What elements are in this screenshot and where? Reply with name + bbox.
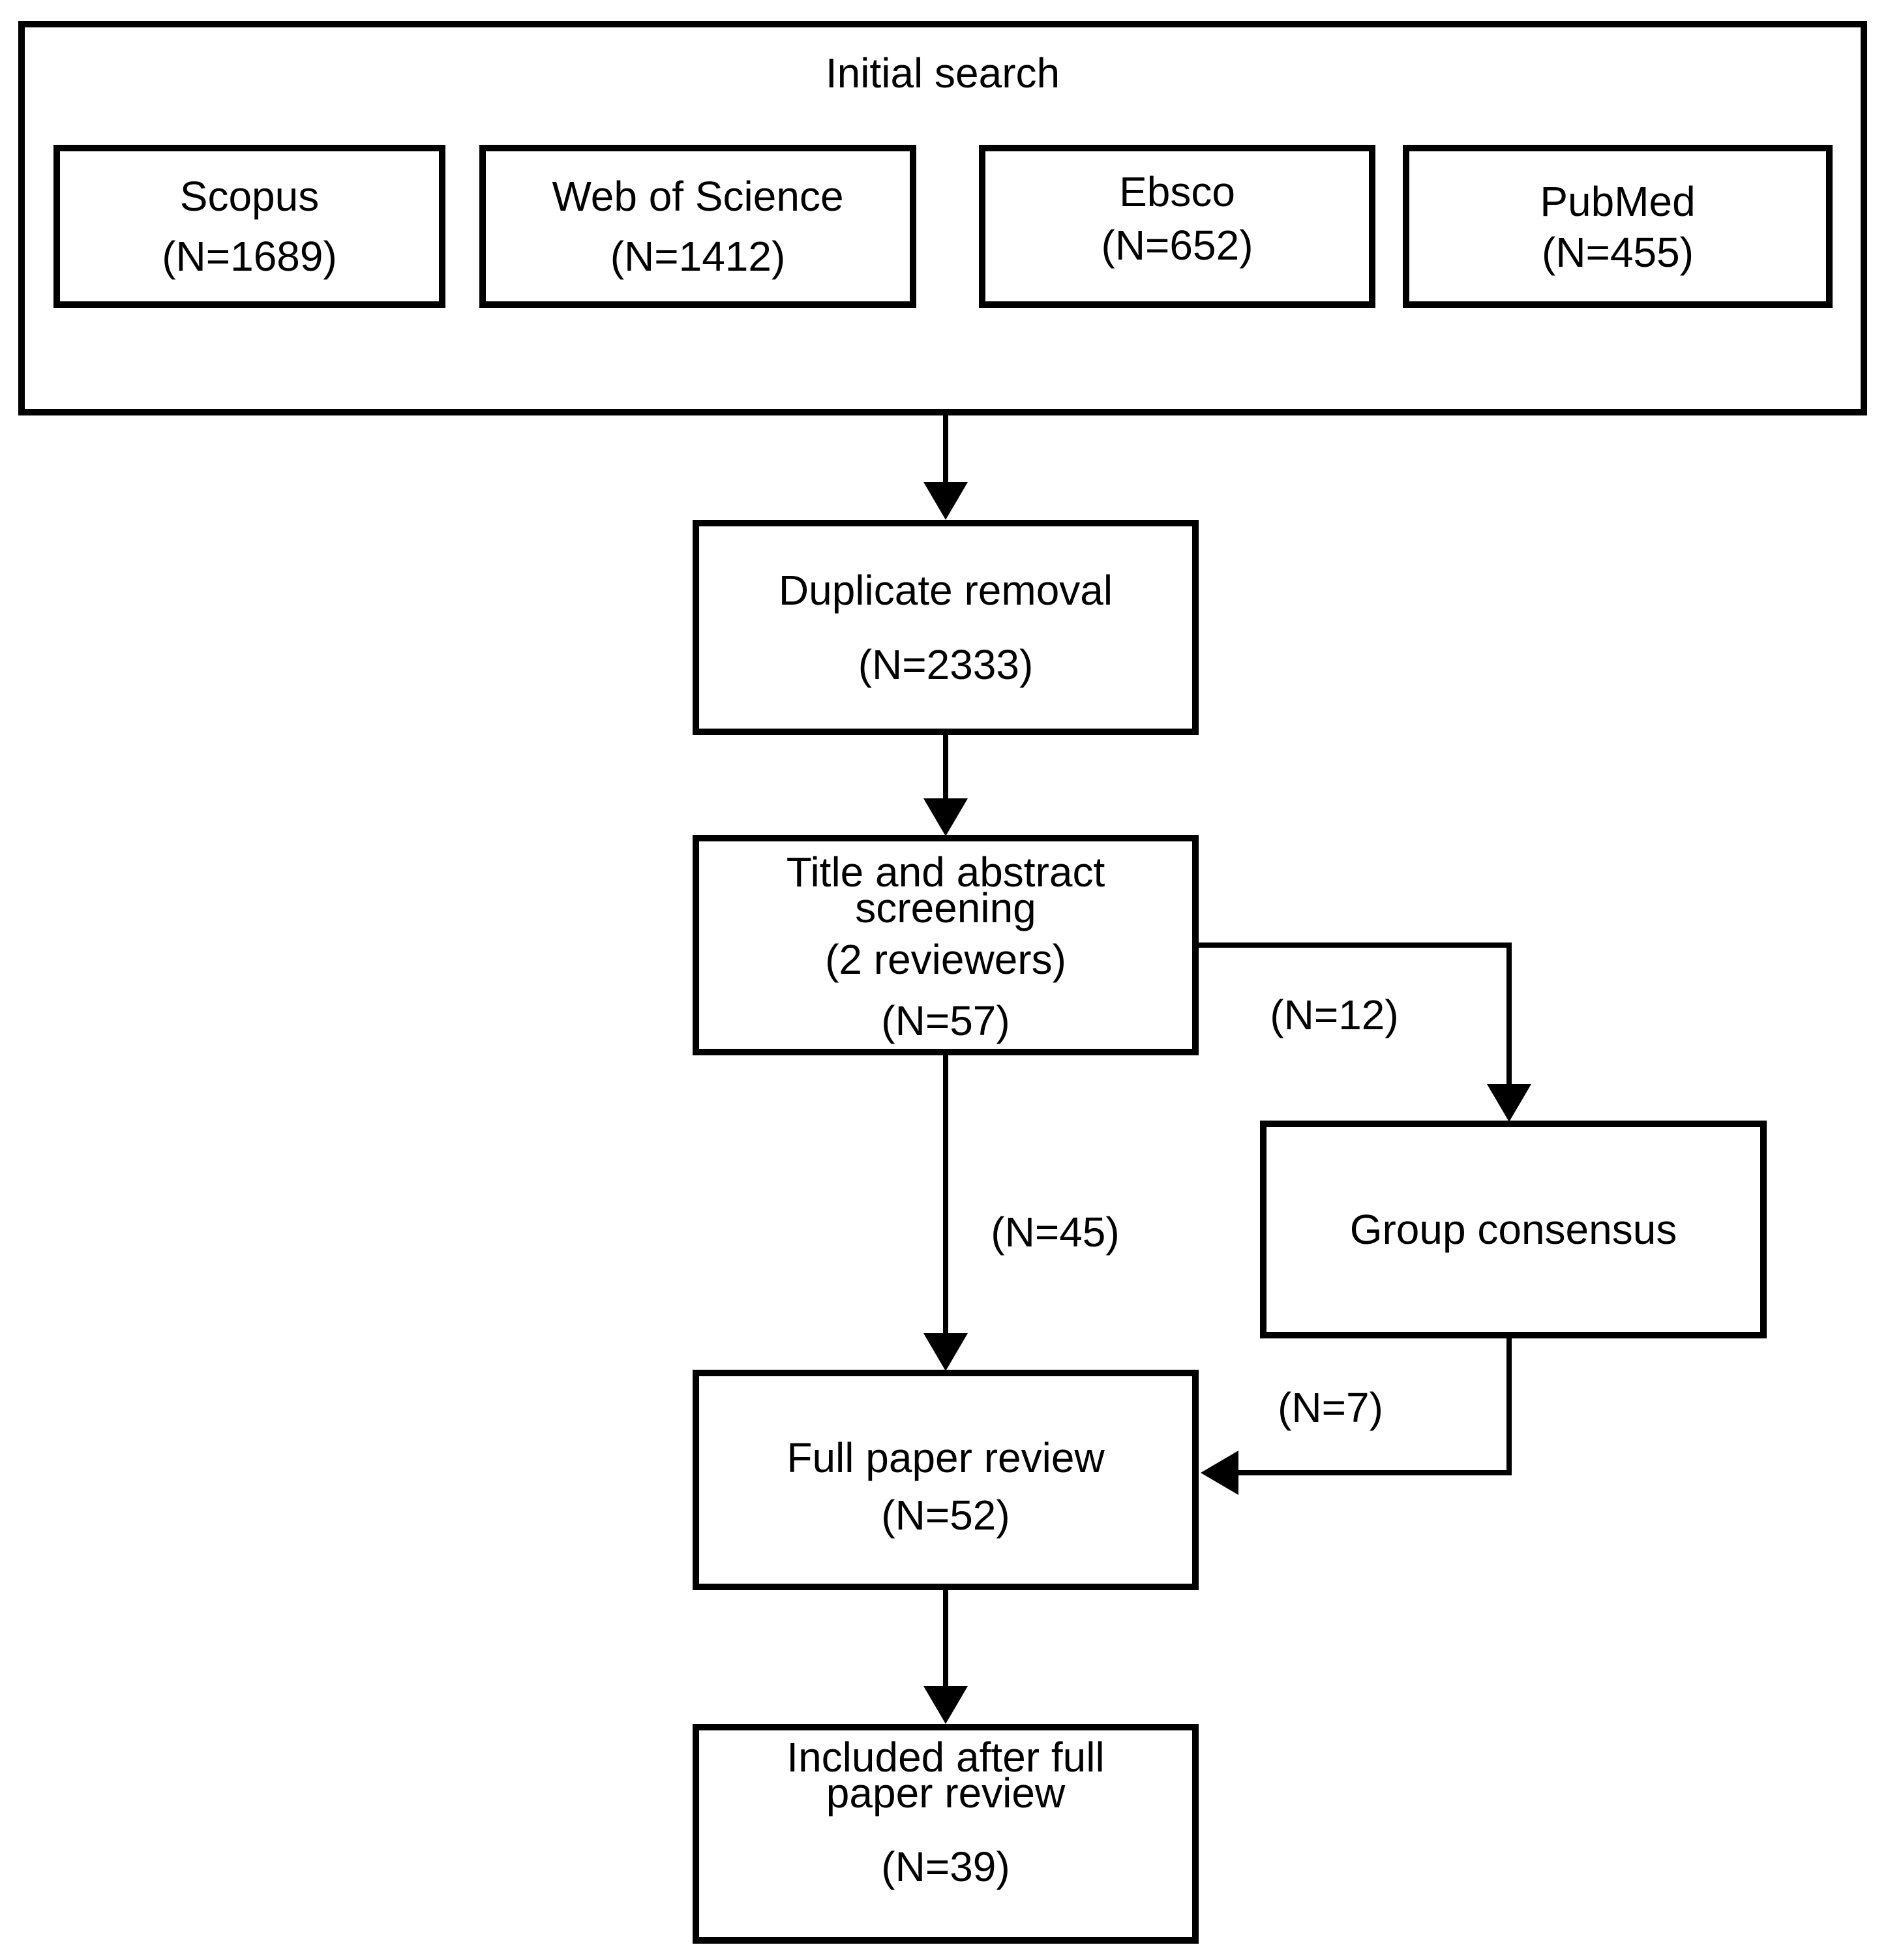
node-full-paper-review: Full paper review (N=52) [693, 1370, 1199, 1590]
arrow-full-paper-to-included [923, 1588, 968, 1724]
node-note: (2 reviewers) [825, 936, 1066, 983]
node-label: Group consensus [1349, 1206, 1677, 1253]
edge-label-n45: (N=45) [991, 1209, 1120, 1256]
node-label: Full paper review [787, 1434, 1105, 1481]
source-name: Web of Science [552, 173, 844, 220]
source-box-web-of-science: Web of Science (N=1412) [479, 145, 916, 308]
node-duplicate-removal: Duplicate removal (N=2333) [693, 520, 1199, 735]
source-name: Ebsco [1119, 168, 1235, 215]
node-count: (N=39) [881, 1843, 1010, 1890]
source-name: PubMed [1540, 178, 1696, 225]
node-count: (N=2333) [858, 641, 1034, 688]
source-count: (N=1689) [162, 233, 337, 280]
node-title-abstract-screening: Title and abstract screening (2 reviewer… [693, 835, 1199, 1055]
node-text-block: Full paper review (N=52) [787, 1434, 1104, 1539]
source-box-scopus: Scopus (N=1689) [53, 145, 445, 308]
node-group-consensus: Group consensus [1260, 1121, 1767, 1338]
source-name: Scopus [179, 173, 320, 220]
source-count: (N=455) [1542, 229, 1694, 276]
source-count: (N=652) [1101, 222, 1253, 269]
source-box-ebsco: Ebsco (N=652) [979, 145, 1375, 308]
node-label: Included after full paper review [787, 1734, 1105, 1817]
arrow-initial-to-duplicate [923, 415, 968, 520]
initial-search-title: Initial search [825, 50, 1060, 97]
node-count: (N=52) [881, 1492, 1010, 1539]
node-count: (N=57) [881, 997, 1010, 1044]
source-box-pubmed: PubMed (N=455) [1403, 145, 1833, 308]
node-label: Duplicate removal [778, 567, 1113, 614]
initial-search-container: Initial search Scopus (N=1689) Web of Sc… [18, 21, 1867, 415]
node-label: Title and abstract screening [786, 849, 1105, 931]
arrow-screening-to-full-paper [923, 1053, 968, 1371]
edge-label-n12: (N=12) [1270, 991, 1399, 1038]
source-count: (N=1412) [610, 233, 786, 280]
node-included-after-full-paper-review: Included after full paper review (N=39) [693, 1724, 1199, 1944]
edge-label-n7: (N=7) [1278, 1384, 1383, 1431]
arrow-duplicate-to-screening [923, 732, 968, 836]
